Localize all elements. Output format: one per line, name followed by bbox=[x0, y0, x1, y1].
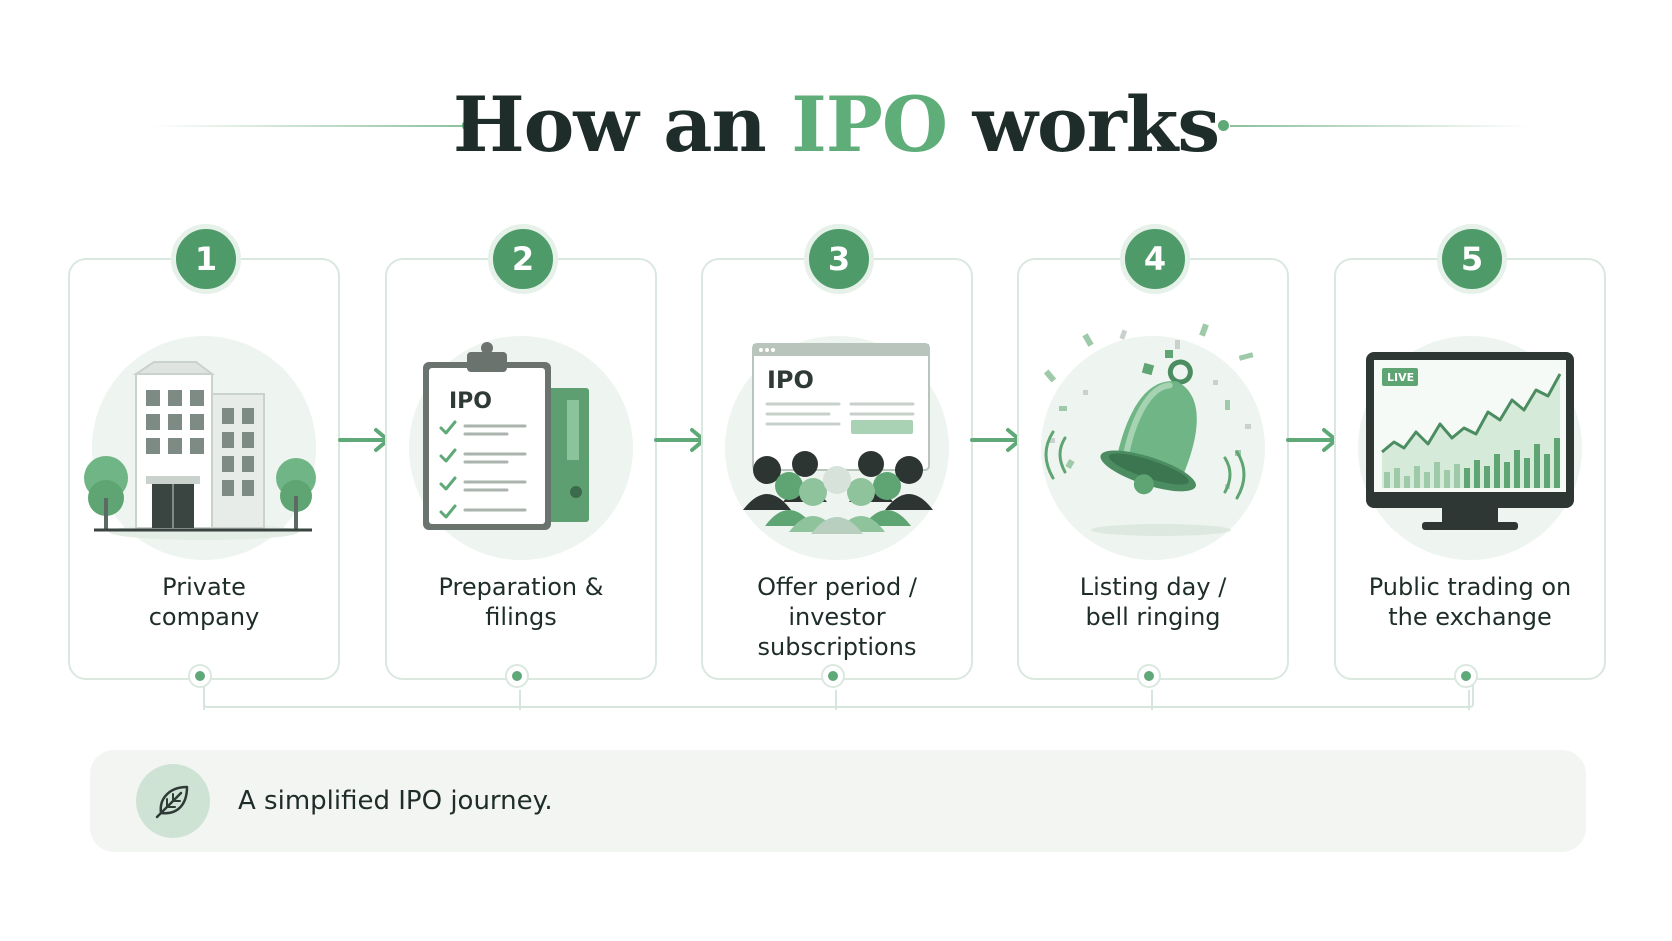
screen-text: IPO bbox=[767, 366, 814, 394]
title-accent: IPO bbox=[791, 80, 948, 169]
step-number-badge: 1 bbox=[171, 224, 241, 294]
step-label-line: Private bbox=[162, 573, 246, 601]
step-number-badge: 2 bbox=[488, 224, 558, 294]
connector-stem bbox=[1151, 690, 1153, 710]
title-divider-right bbox=[1230, 125, 1530, 127]
step-label-line: the exchange bbox=[1388, 603, 1552, 631]
live-badge-text: LIVE bbox=[1387, 371, 1414, 384]
step-number-badge: 5 bbox=[1437, 224, 1507, 294]
step-label: Preparation & filings bbox=[395, 572, 647, 632]
stock-monitor-icon: LIVE bbox=[1358, 336, 1582, 560]
summary-note: A simplified IPO journey. bbox=[90, 750, 1586, 852]
office-building-icon bbox=[84, 336, 316, 560]
summary-text: A simplified IPO journey. bbox=[238, 786, 553, 816]
step-label-line: Listing day / bbox=[1079, 573, 1227, 601]
bell-icon bbox=[1041, 323, 1265, 560]
title-area: How an IPO works bbox=[0, 70, 1672, 180]
title-suffix: works bbox=[947, 80, 1221, 169]
step-label-line: Offer period / bbox=[757, 573, 917, 601]
step-node bbox=[1137, 664, 1161, 688]
step-label-line: investor subscriptions bbox=[757, 603, 917, 661]
step-node bbox=[1454, 664, 1478, 688]
step-label-line: company bbox=[148, 603, 260, 631]
step-number-badge: 4 bbox=[1120, 224, 1190, 294]
title-prefix: How an bbox=[452, 80, 792, 169]
step-card-2: 2 IPO Preparation & filings bbox=[385, 224, 657, 688]
step-label: Listing day / bell ringing bbox=[1027, 572, 1279, 632]
leaf-icon bbox=[136, 764, 210, 838]
connector-stem bbox=[1468, 690, 1470, 710]
clipboard-text: IPO bbox=[449, 389, 492, 414]
step-card-5: 5 LIVE Public trading on the exchange bbox=[1334, 224, 1606, 688]
clipboard-checklist-icon: IPO bbox=[409, 336, 633, 560]
page-title: How an IPO works bbox=[0, 80, 1672, 170]
title-divider-left bbox=[150, 125, 468, 127]
connector-stem bbox=[519, 690, 521, 710]
step-label-line: Preparation & bbox=[438, 573, 604, 601]
title-dot-right bbox=[1218, 120, 1229, 131]
step-label-line: Public trading on bbox=[1368, 573, 1572, 601]
step-node bbox=[821, 664, 845, 688]
step-number-badge: 3 bbox=[804, 224, 874, 294]
step-node bbox=[188, 664, 212, 688]
connector-stem bbox=[203, 690, 205, 710]
step-card-4: 4 bbox=[1017, 224, 1289, 688]
step-label: Private company bbox=[78, 572, 330, 632]
step-card-1: 1 Private company bbox=[68, 224, 340, 688]
investors-crowd-icon: IPO bbox=[725, 336, 949, 560]
title-dot-left bbox=[462, 120, 473, 131]
connector-stem bbox=[835, 690, 837, 710]
step-label: Offer period / investor subscriptions bbox=[711, 572, 963, 662]
step-label-line: filings bbox=[485, 603, 557, 631]
step-card-3: 3 IPO Offer period / investor subs bbox=[701, 224, 973, 688]
step-label-line: bell ringing bbox=[1085, 603, 1221, 631]
step-node bbox=[505, 664, 529, 688]
step-label: Public trading on the exchange bbox=[1344, 572, 1596, 632]
